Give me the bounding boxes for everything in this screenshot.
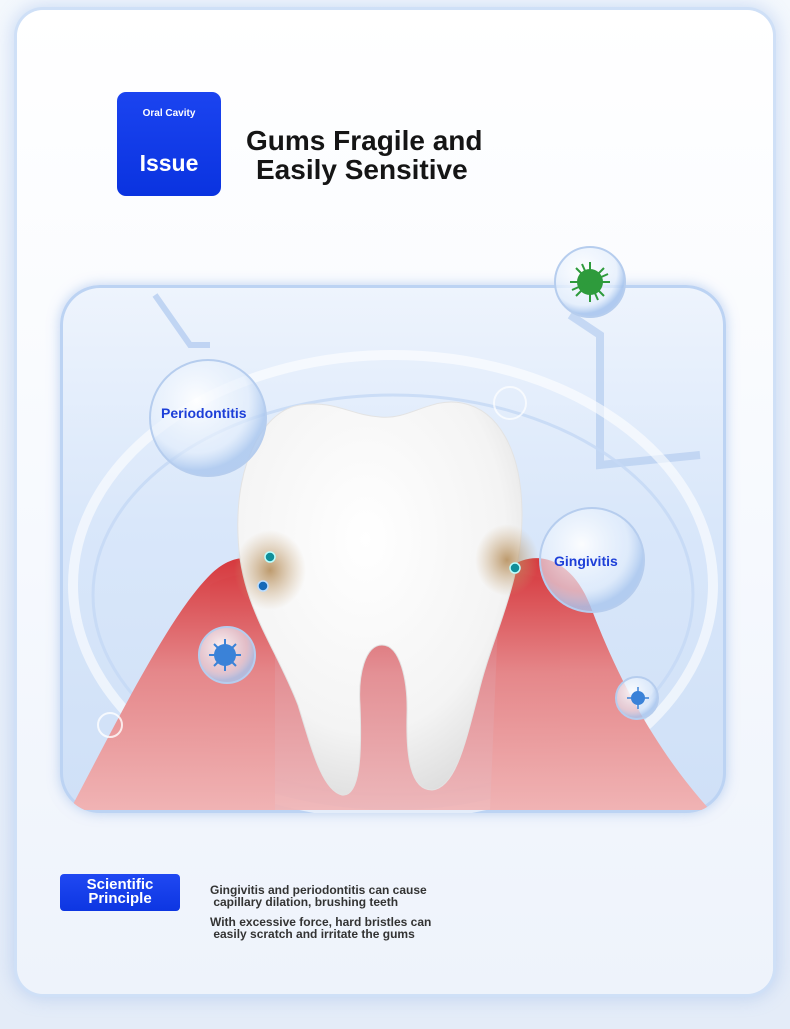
periodontitis-label: Periodontitis [161,405,247,421]
principle-text-1-line-1: Gingivitis and periodontitis can cause [210,883,427,897]
principle-text-2-line-1: With excessive force, hard bristles can [210,915,432,929]
gingivitis-label: Gingivitis [554,553,618,569]
tooth-illustration: Periodontitis Gingivitis [60,285,726,813]
headline: Gums Fragile and Easily Sensitive [246,126,666,184]
germ-bubble-icon [554,246,626,318]
gingivitis-bubble [539,507,645,613]
badge-title: Issue [139,150,199,176]
headline-line-1: Gums Fragile and [246,125,483,156]
tooth-gum-svg [68,293,718,813]
left-stain [234,530,306,610]
sci-badge-line-1: Scientific [86,876,154,893]
oral-cavity-issue-badge: Oral Cavity Issue [117,92,221,196]
bacteria-bubble-right [615,676,659,720]
periodontitis-bubble [149,359,267,477]
principle-text-1-line-2: capillary dilation, brushing teeth [210,895,399,909]
right-stain [475,524,539,596]
bacteria-bubble-left [198,626,256,684]
badge-subtitle: Oral Cavity [142,108,196,119]
tooth [237,401,523,796]
sci-badge-line-2: Principle [88,890,152,907]
scientific-principle-badge: Scientific Principle [60,874,180,911]
principle-text-2-line-2: easily scratch and irritate the gums [210,927,415,941]
headline-line-2: Easily Sensitive [256,154,468,185]
